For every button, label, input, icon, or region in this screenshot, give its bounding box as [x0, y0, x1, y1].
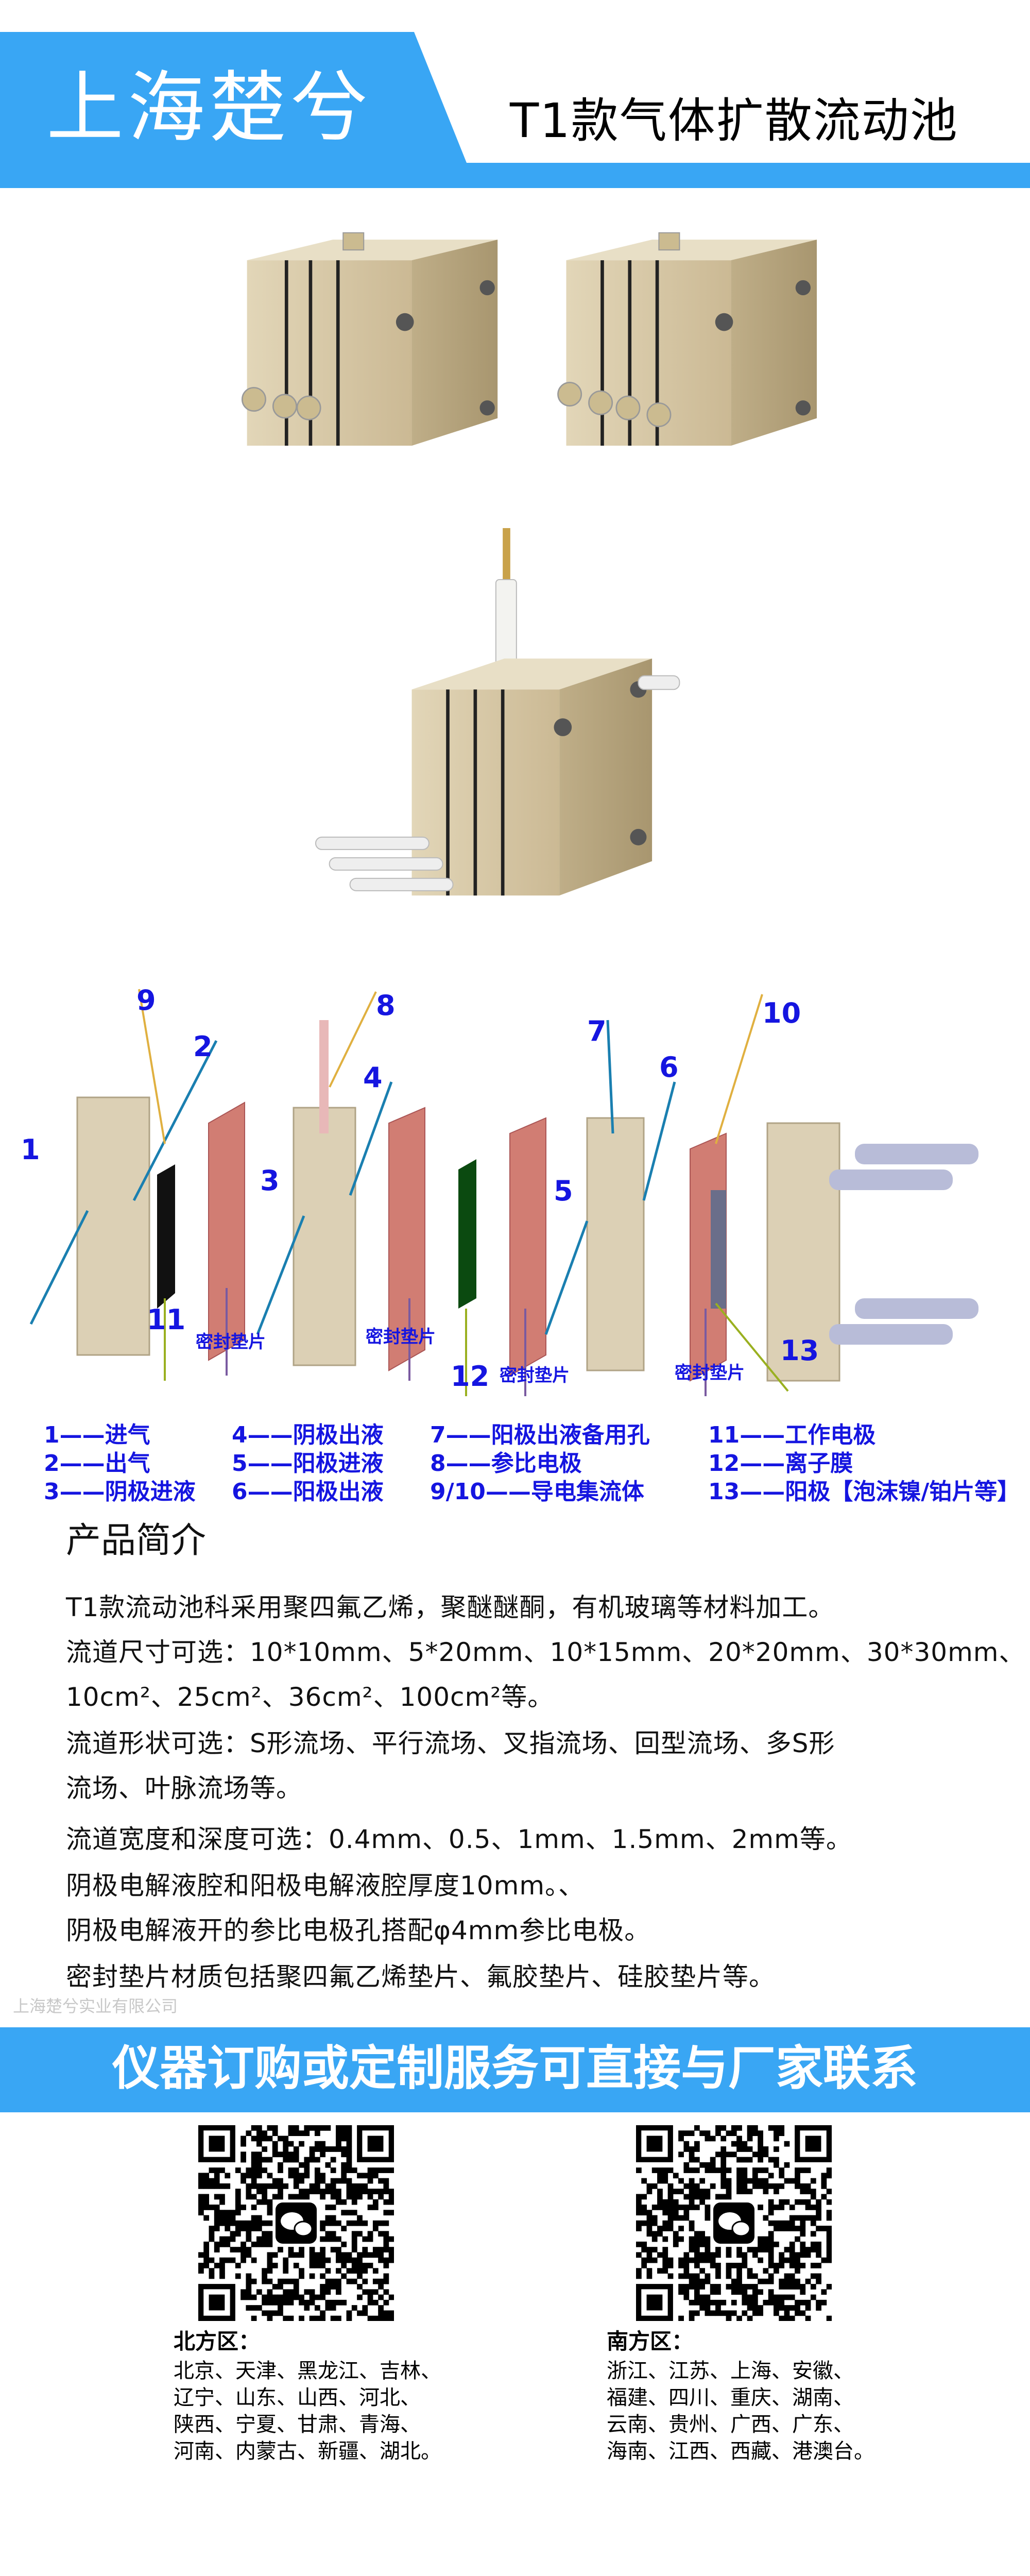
north-region-line: 辽宁、山东、山西、河北、 [174, 2386, 421, 2410]
diagram-label: 11 [147, 1303, 186, 1336]
cell-photo-1 [241, 232, 498, 446]
diagram-label: 1 [21, 1133, 40, 1166]
south-region-line: 浙江、江苏、上海、安徽、 [607, 2359, 854, 2383]
north-region-line: 北京、天津、黑龙江、吉林、 [174, 2359, 441, 2383]
intro-line: 密封垫片材质包括聚四氟乙烯垫片、氟胶垫片、硅胶垫片等。 [66, 1962, 775, 1992]
diagram-label: 13 [780, 1334, 819, 1367]
intro-heading: 产品简介 [66, 1520, 207, 1561]
north-region-heading: 北方区： [174, 2329, 261, 2354]
legend-item: 7——阳极出液备用孔 [430, 1422, 650, 1448]
legend-item: 3——阴极进液 [44, 1479, 196, 1505]
intro-line: 阴极电解液开的参比电极孔搭配φ4mm参比电极。 [66, 1916, 651, 1945]
north-region-line: 陕西、宁夏、甘肃、青海、 [174, 2413, 421, 2436]
intro-line: 流道形状可选：S形流场、平行流场、叉指流场、回型流场、多S形 [66, 1728, 835, 1758]
diagram-label: 9 [136, 984, 156, 1016]
exploded-diagram [29, 989, 978, 1396]
legend-item: 13——阳极【泡沫镍/铂片等】 [708, 1479, 1020, 1505]
contact-banner-text: 仪器订购或定制服务可直接与厂家联系 [112, 2041, 918, 2096]
cell-photo-assembled [315, 528, 680, 896]
legend-item: 2——出气 [44, 1450, 150, 1477]
watermark: 上海楚兮实业有限公司 [13, 1996, 178, 2016]
legend-item: 4——阴极出液 [232, 1422, 384, 1448]
legend-item: 6——阳极出液 [232, 1479, 384, 1505]
diagram-label: 5 [554, 1175, 573, 1207]
diagram-label: 2 [193, 1030, 213, 1063]
legend-item: 1——进气 [44, 1422, 150, 1448]
gasket-label: 密封垫片 [366, 1327, 436, 1347]
intro-line: 阴极电解液腔和阳极电解液腔厚度10mm。、 [66, 1871, 585, 1901]
qr-code-south[interactable] [636, 2125, 832, 2321]
intro-line: 10cm²、25cm²、36cm²、100cm²等。 [66, 1682, 554, 1712]
product-photos [241, 232, 817, 896]
gasket-label: 密封垫片 [196, 1332, 266, 1352]
header-title-panel [414, 32, 1030, 163]
contact-banner [0, 2027, 1030, 2112]
intro-line: 流道宽度和深度可选：0.4mm、0.5、1mm、1.5mm、2mm等。 [66, 1824, 852, 1854]
brand-logo: 上海楚兮 [46, 63, 372, 153]
diagram-label: 8 [376, 989, 396, 1022]
intro-line: 流道尺寸可选：10*10mm、5*20mm、10*15mm、20*20mm、30… [66, 1637, 1025, 1667]
intro-line: 流场、叶脉流场等。 [66, 1773, 302, 1803]
diagram-label: 12 [451, 1360, 490, 1393]
diagram-label: 10 [762, 997, 801, 1029]
diagram-label: 3 [260, 1164, 280, 1197]
page-title: T1款气体扩散流动池 [510, 93, 958, 148]
diagram-label: 6 [659, 1051, 679, 1083]
south-region-line: 海南、江西、西藏、港澳台。 [607, 2439, 874, 2463]
wechat-icon [276, 2202, 317, 2244]
cell-photo-2 [557, 232, 817, 446]
south-region-line: 云南、贵州、广西、广东、 [607, 2413, 854, 2436]
gasket-label: 密封垫片 [675, 1363, 745, 1383]
north-region-line: 河南、内蒙古、新疆、湖北。 [174, 2439, 441, 2463]
diagram-label: 4 [363, 1061, 383, 1094]
legend-item: 11——工作电极 [708, 1422, 876, 1448]
legend-item: 8——参比电极 [430, 1450, 582, 1477]
qr-code-north[interactable] [198, 2125, 394, 2321]
legend-item: 9/10——导电集流体 [430, 1479, 644, 1505]
intro-line: T1款流动池科采用聚四氟乙烯，聚醚醚酮，有机玻璃等材料加工。 [66, 1592, 835, 1622]
diagram-label: 7 [587, 1015, 607, 1047]
gasket-label: 密封垫片 [500, 1365, 570, 1386]
legend-item: 12——离子膜 [708, 1450, 853, 1477]
south-region-line: 福建、四川、重庆、湖南、 [607, 2386, 854, 2410]
wechat-icon [713, 2202, 754, 2244]
south-region-heading: 南方区： [607, 2329, 694, 2354]
legend-item: 5——阳极进液 [232, 1450, 384, 1477]
